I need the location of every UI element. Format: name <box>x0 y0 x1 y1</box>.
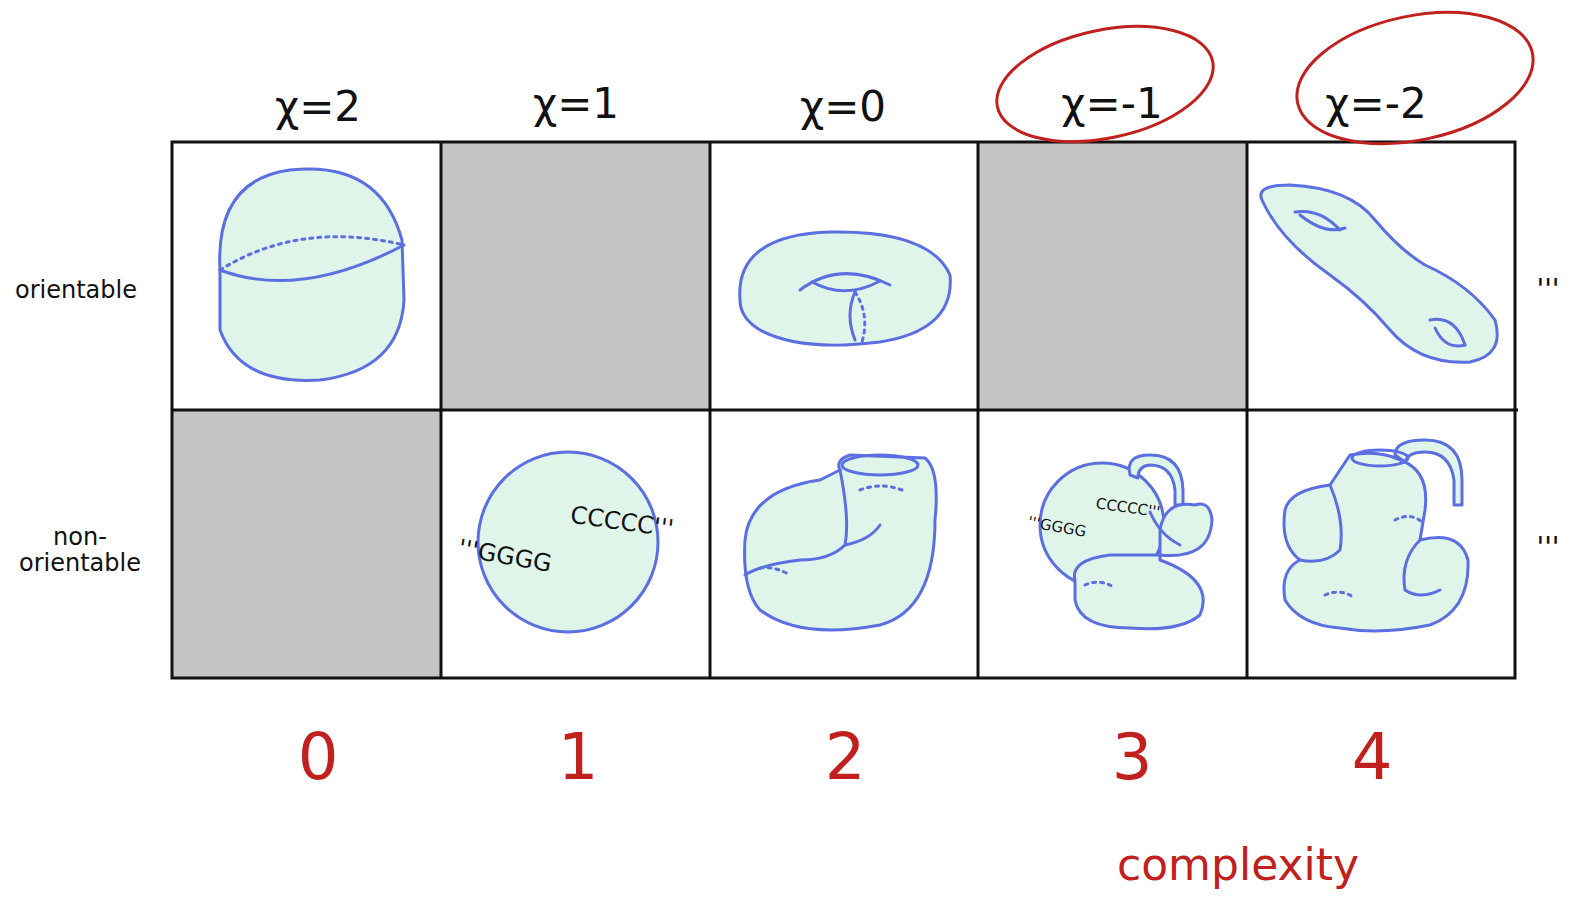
row-header: orientable <box>15 277 137 303</box>
complexity-label: complexity <box>1117 841 1359 889</box>
ellipsis-mark: ''' <box>1536 533 1559 564</box>
row-header: non- orientable <box>5 524 155 577</box>
complexity-number: 4 <box>1352 722 1393 792</box>
ellipsis-mark: ''' <box>1536 275 1559 306</box>
chi-header: χ=2 <box>275 84 361 130</box>
complexity-number: 2 <box>825 722 866 792</box>
chi-header: χ=-2 <box>1325 81 1426 127</box>
complexity-number: 1 <box>558 722 599 792</box>
complexity-number: 0 <box>298 722 339 792</box>
chi-header: χ=0 <box>800 84 886 130</box>
chi-header: χ=-1 <box>1061 81 1162 127</box>
chi-header: χ=1 <box>533 81 619 127</box>
complexity-number: 3 <box>1112 722 1153 792</box>
